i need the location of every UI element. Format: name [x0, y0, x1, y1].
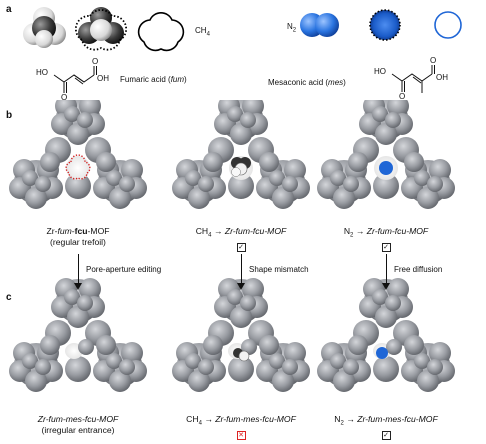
- mof-c1-label: Zr-fum-mes-fcu-MOF (irregular entrance): [37, 414, 119, 435]
- mof-c3-nitrogen-diffuses: [317, 278, 455, 392]
- panel-letter-c: c: [6, 292, 12, 303]
- arrow-left-label: Pore-aperture editing: [86, 265, 162, 274]
- panel-letter-b: b: [6, 110, 13, 121]
- mof-c3-label: N2 → Zr-fum-mes-fcu-MOF ✓: [334, 414, 438, 440]
- fumaric-o-label-2: O: [92, 57, 99, 66]
- cross-icon: ✕: [236, 430, 246, 440]
- nitrogen-dotted-outline-icon: [369, 9, 401, 41]
- nitrogen-formula: N2: [287, 22, 297, 34]
- nitrogen-circle-outline-icon: [434, 11, 462, 39]
- check-icon: ✓: [381, 242, 391, 252]
- arrow-middle-shaft: [241, 254, 243, 284]
- mof-b3-label: N2 → Zr-fum-fcu-MOF ✓: [343, 226, 429, 252]
- mesaconic-oh-label: OH: [436, 73, 448, 82]
- mof-b3-nitrogen-fits: [317, 100, 455, 209]
- mof-c2-label: CH4 → Zr-fum-mes-fcu-MOF ✕: [186, 414, 296, 440]
- methane-formula: CH4: [195, 26, 210, 38]
- arrow-middle-label: Shape mismatch: [249, 265, 309, 274]
- methane-trefoil-outline-icon: [137, 12, 185, 52]
- methane-dotted-outline-icon: [75, 7, 127, 51]
- panel-letter-a: a: [6, 4, 12, 15]
- fumaric-acid-label: Fumaric acid (fum): [120, 75, 187, 84]
- check-icon: ✓: [381, 430, 391, 440]
- mesaconic-acid-structure: [391, 65, 435, 93]
- arrow-middle-head: [237, 283, 245, 290]
- mof-b1-label: Zr-fum-fcu-MOF (regular trefoil): [46, 226, 110, 247]
- mesaconic-o-label-2: O: [430, 56, 437, 65]
- mesaconic-o-label-1: O: [399, 92, 406, 101]
- methane-spacefill-icon: [23, 7, 66, 48]
- fumaric-ho-label: HO: [36, 68, 48, 77]
- mof-structures: [0, 100, 486, 410]
- arrow-right-shaft: [386, 254, 388, 284]
- check-icon: ✓: [236, 242, 246, 252]
- mof-c2-methane-blocked: [172, 278, 310, 392]
- panel-a-molecules: [23, 7, 462, 93]
- fumaric-oh-label: OH: [97, 74, 109, 83]
- mesaconic-acid-label: Mesaconic acid (mes): [268, 78, 346, 87]
- nitrogen-spacefill-icon: [300, 13, 339, 37]
- fumaric-acid-structure: [53, 66, 97, 93]
- arrow-left-shaft: [78, 254, 80, 284]
- mof-b1-regular-trefoil: [9, 100, 147, 209]
- mesaconic-ho-label: HO: [374, 67, 386, 76]
- mof-c1-irregular-trefoil: [9, 278, 147, 392]
- arrow-left-head: [74, 283, 82, 290]
- fumaric-o-label-1: O: [61, 93, 68, 102]
- arrow-right-label: Free diffusion: [394, 265, 443, 274]
- arrow-right-head: [382, 283, 390, 290]
- mof-b2-label: CH4 → Zr-fum-fcu-MOF ✓: [195, 226, 287, 252]
- mof-b2-methane-fits: [172, 100, 310, 209]
